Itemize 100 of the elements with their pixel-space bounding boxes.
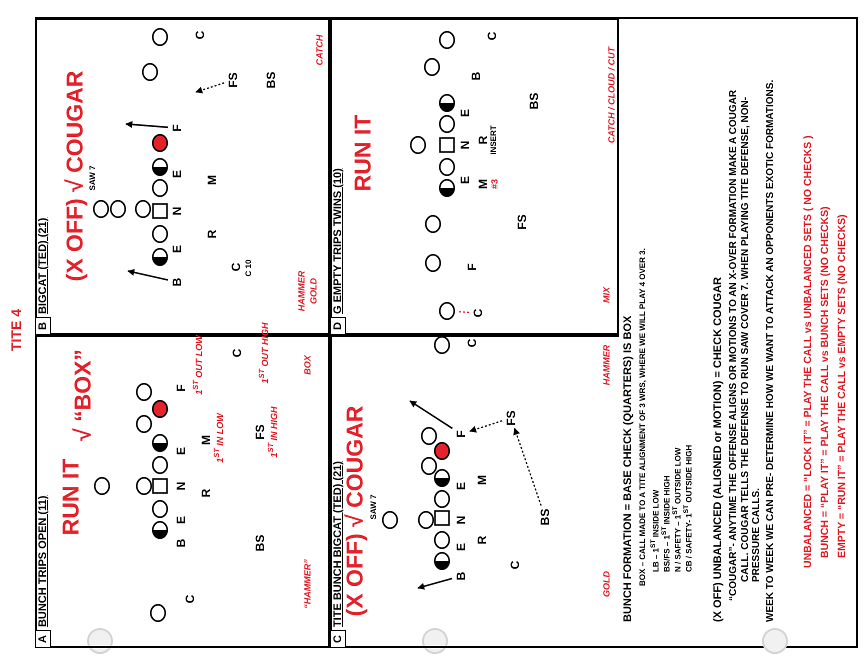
position-label: N — [171, 206, 183, 216]
player-circle — [152, 456, 168, 474]
coverage-name: “HAMMER” — [304, 559, 312, 609]
position-label: F — [466, 263, 478, 271]
player-circle — [439, 115, 455, 133]
panel-heading: BIGCAT (TED) (21) — [37, 218, 49, 314]
note-heading: BUNCH FORMATION = BASE CHECK (QUARTERS) IS BOX — [623, 316, 634, 622]
player-circle — [434, 442, 450, 460]
player-circle — [110, 200, 126, 218]
position-label: C — [184, 594, 196, 604]
player-circle — [421, 427, 437, 445]
position-label: C — [231, 348, 243, 358]
check-rule: UNBALANCED = “LOCK IT” = PLAY THE CALL vs UNBALANCED SETS ( NO CHECKS ) — [803, 135, 814, 568]
player-circle — [434, 490, 450, 508]
position-label: E — [455, 543, 467, 551]
panel-letter: B — [35, 317, 51, 335]
player-circle — [410, 136, 426, 154]
panel-letter: A — [35, 630, 51, 648]
position-label: E — [175, 447, 187, 455]
dotted-arrow — [469, 420, 502, 433]
call-text: (X OFF) √ COUGAR — [344, 406, 366, 616]
player-square — [434, 509, 450, 527]
position-label: FS — [254, 424, 266, 440]
route-arrow — [127, 268, 168, 281]
route-arrow — [125, 121, 168, 128]
dotted-arrow — [195, 82, 224, 94]
position-label: C — [466, 338, 478, 348]
page-title: TITE 4 — [9, 309, 23, 351]
player-circle — [439, 302, 455, 320]
panel-heading: TITE BUNCH BIGCAT (TED) (21) — [332, 461, 344, 628]
position-label: M — [477, 179, 489, 189]
panel-heading: BUNCH TRIPS OPEN (11) — [37, 496, 49, 628]
player-circle — [424, 58, 440, 76]
assignment-note: #3 — [490, 179, 500, 189]
player-circle — [93, 200, 109, 218]
position-label: E — [459, 109, 471, 117]
position-label: F — [175, 384, 187, 392]
panel-heading: G EMPTY TRIPS TWINS (10) — [332, 168, 344, 314]
coverage-name: CATCH / CLOUD / CUT — [608, 46, 616, 144]
position-label: BS — [539, 508, 551, 526]
position-label: C 10 — [245, 260, 253, 276]
position-label: M — [206, 175, 218, 185]
position-label: C — [194, 30, 206, 40]
player-circle — [136, 383, 152, 401]
position-label: B — [470, 72, 482, 80]
player-circle — [152, 225, 168, 243]
coverage-name: GOLD — [310, 278, 318, 304]
player-circle — [434, 552, 450, 570]
note-paragraph: “COUGAR”- ANYTIME THE OFFENSE ALIGNS OR MOTIONS TO AN X-OVER FORMATION MAKE A COUGAR CALL. COUGAR TELLS THE DEFENSE TO RUN SAW COVER 7. WHEN PLAYING TITE DEFENSE, NON-PRESSURE CALLS. — [728, 88, 762, 601]
position-label: F — [455, 430, 467, 438]
player-circle — [152, 28, 168, 46]
player-circle — [439, 94, 455, 112]
position-label: C — [230, 262, 242, 272]
check-rule: EMPTY = “RUN IT” = PLAY THE CALL vs EMPTY SETS (NO CHECKS) — [837, 214, 848, 558]
position-label: B — [175, 538, 187, 548]
note-heading: (X OFF) UNBALANCED (ALIGNED or MOTION) = CHECK COUGAR — [713, 277, 724, 622]
player-circle — [434, 531, 450, 549]
position-label: FS — [505, 410, 517, 426]
player-circle — [152, 500, 168, 518]
player-circle — [421, 457, 437, 475]
player-circle — [152, 248, 168, 266]
player-circle — [152, 179, 168, 197]
position-label: E — [171, 170, 183, 178]
player-circle — [152, 134, 168, 152]
check-rule: BUNCH = “PLAY IT” = PLAY THE CALL vs BUNCH SETS (NO CHECKS) — [820, 206, 830, 558]
coverage-name: GOLD — [602, 571, 612, 597]
position-label: BS — [254, 534, 266, 552]
player-circle — [152, 521, 168, 539]
position-label: SAW 7 — [370, 494, 378, 520]
position-label: C — [472, 308, 484, 318]
panel-letter: D — [330, 317, 346, 335]
position-label: R — [206, 230, 218, 238]
position-label: C — [509, 560, 521, 570]
coverage-name: HAMMER — [298, 270, 306, 312]
player-circle — [136, 415, 152, 433]
position-label: N — [455, 516, 467, 524]
route-arrow — [409, 400, 453, 430]
player-circle — [434, 469, 450, 487]
position-label: N — [459, 140, 471, 150]
position-label: SAW 7 — [89, 166, 97, 190]
position-label: E — [171, 245, 183, 253]
panel-letter: C — [330, 630, 346, 648]
player-circle — [425, 254, 441, 272]
position-label: R — [477, 136, 489, 144]
assignment-note: INSERT — [490, 125, 498, 155]
call-text: (X OFF) √ COUGAR — [64, 70, 86, 282]
position-label: M — [476, 475, 488, 485]
player-circle — [152, 158, 168, 176]
dotted-line — [456, 310, 470, 314]
player-circle — [152, 400, 168, 418]
position-label: M — [200, 435, 212, 445]
call-text: √ “BOX” — [72, 349, 94, 441]
player-circle — [136, 477, 152, 495]
position-label: E — [459, 176, 471, 184]
coverage-name: CATCH — [316, 34, 324, 66]
player-circle — [425, 215, 441, 233]
position-label: E — [455, 482, 467, 490]
coverage-name: BOX — [304, 355, 312, 375]
route-arrow — [417, 578, 452, 590]
position-label: BS — [265, 72, 277, 88]
